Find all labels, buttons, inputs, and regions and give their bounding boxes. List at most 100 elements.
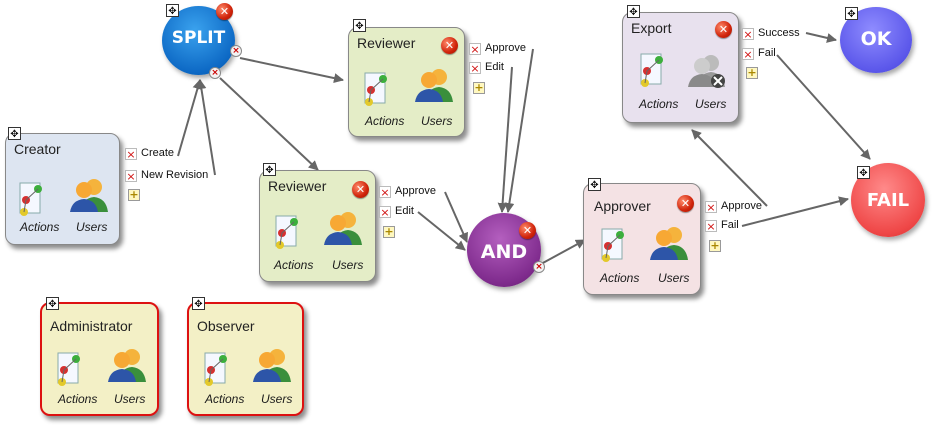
arrow-split-to-reviewer-mid	[219, 77, 319, 171]
arrow-and-to-approver	[540, 239, 586, 265]
users-icon[interactable]	[413, 66, 453, 102]
users-caption: Users	[76, 220, 108, 234]
export-node[interactable]: Export ✕ Actions Users	[622, 12, 739, 123]
delete-icon[interactable]: ✕	[715, 21, 732, 38]
remove-output-icon[interactable]: ×	[469, 43, 481, 56]
fail-move-icon[interactable]: ✥	[857, 166, 870, 179]
administrator-move-icon[interactable]: ✥	[46, 297, 59, 310]
actions-caption: Actions	[600, 271, 640, 285]
output-label: New Revision	[141, 169, 209, 181]
ok-move-icon[interactable]: ✥	[845, 7, 858, 20]
reviewer-top-move-icon[interactable]: ✥	[353, 19, 366, 32]
arrow-reviewer-mid-edit-to-and	[417, 211, 466, 251]
node-title: Reviewer	[357, 35, 416, 51]
split-delete-icon[interactable]: ✕	[216, 3, 233, 20]
reviewer-mid-add-output-icon[interactable]: +	[383, 225, 395, 238]
split-output-connector-2[interactable]: ×	[209, 67, 221, 79]
actions-caption: Actions	[639, 97, 679, 111]
remove-output-icon[interactable]: ×	[379, 206, 391, 219]
ok-node[interactable]: OK	[840, 7, 912, 73]
administrator-node[interactable]: Administrator Actions Users	[40, 302, 159, 416]
node-title: Observer	[197, 318, 255, 334]
reviewer-mid-node[interactable]: Reviewer ✕ Actions Users	[259, 170, 376, 282]
delete-icon[interactable]: ✕	[677, 195, 694, 212]
output-label: Approve	[721, 200, 762, 212]
delete-icon[interactable]: ✕	[352, 181, 369, 198]
remove-output-icon[interactable]: ×	[469, 62, 481, 75]
export-add-output-icon[interactable]: +	[746, 66, 758, 79]
and-delete-icon[interactable]: ✕	[519, 222, 536, 239]
approver-node[interactable]: Approver ✕ Actions Users	[583, 183, 701, 295]
remove-output-icon[interactable]: ×	[742, 48, 754, 61]
users-caption: Users	[695, 97, 727, 111]
fail-label: FAIL	[866, 190, 910, 211]
split-output-connector-1[interactable]: ×	[230, 45, 242, 57]
output-label: Create	[141, 147, 175, 159]
arrow-creator-create-to-split	[177, 79, 203, 157]
users-caption: Users	[658, 271, 690, 285]
export-move-icon[interactable]: ✥	[627, 5, 640, 18]
actions-icon[interactable]	[600, 228, 626, 264]
observer-node[interactable]: Observer Actions Users	[187, 302, 304, 416]
actions-icon[interactable]	[56, 352, 82, 388]
remove-output-icon[interactable]: ×	[125, 148, 137, 161]
node-title: Reviewer	[268, 178, 327, 194]
approver-add-output-icon[interactable]: +	[709, 239, 721, 252]
users-icon[interactable]	[251, 346, 291, 382]
arrow-reviewer-top-approve-to-and	[504, 48, 534, 213]
arrow-reviewer-top-edit-to-and	[497, 66, 513, 213]
users-caption: Users	[421, 114, 453, 128]
creator-add-output-icon[interactable]: +	[128, 188, 140, 201]
approver-move-icon[interactable]: ✥	[588, 178, 601, 191]
reviewer-top-add-output-icon[interactable]: +	[473, 81, 485, 94]
node-title: Export	[631, 20, 672, 36]
creator-node[interactable]: Creator Actions Users	[5, 133, 120, 245]
actions-icon[interactable]	[18, 182, 44, 218]
delete-icon[interactable]: ✕	[441, 37, 458, 54]
remove-output-icon[interactable]: ×	[705, 201, 717, 214]
users-caption: Users	[261, 392, 293, 406]
users-icon[interactable]	[68, 176, 108, 212]
remove-output-icon[interactable]: ×	[705, 220, 717, 233]
node-title: Administrator	[50, 318, 133, 334]
actions-caption: Actions	[274, 258, 314, 272]
creator-move-icon[interactable]: ✥	[8, 127, 21, 140]
users-icon[interactable]	[106, 346, 146, 382]
arrow-approver-approve-to-export	[691, 129, 768, 207]
reviewer-top-node[interactable]: Reviewer ✕ Actions Users	[348, 27, 465, 137]
reviewer-mid-move-icon[interactable]: ✥	[263, 163, 276, 176]
ok-label: OK	[860, 28, 892, 50]
output-label: Edit	[395, 205, 414, 217]
arrow-reviewer-mid-approve-to-and	[444, 191, 468, 243]
output-label: Fail	[721, 219, 739, 231]
output-label: Fail	[758, 47, 776, 59]
actions-icon[interactable]	[274, 215, 300, 251]
remove-output-icon[interactable]: ×	[125, 170, 137, 183]
users-caption: Users	[332, 258, 364, 272]
observer-move-icon[interactable]: ✥	[192, 297, 205, 310]
arrow-split-to-reviewer-top	[239, 57, 344, 84]
users-disabled-icon[interactable]	[687, 53, 727, 89]
actions-caption: Actions	[205, 392, 245, 406]
actions-icon[interactable]	[639, 53, 665, 89]
remove-output-icon[interactable]: ×	[379, 186, 391, 199]
output-label: Approve	[395, 185, 436, 197]
users-icon[interactable]	[648, 224, 688, 260]
actions-caption: Actions	[20, 220, 60, 234]
node-title: Approver	[594, 198, 651, 214]
split-label: SPLIT	[171, 28, 226, 48]
output-label: Approve	[485, 42, 526, 54]
arrow-export-success-to-ok	[805, 32, 837, 43]
remove-output-icon[interactable]: ×	[742, 28, 754, 41]
actions-icon[interactable]	[363, 72, 389, 108]
split-move-icon[interactable]: ✥	[166, 4, 179, 17]
arrow-creator-revision-to-split	[196, 79, 216, 176]
users-caption: Users	[114, 392, 146, 406]
split-node[interactable]: SPLIT	[162, 6, 235, 75]
and-output-connector[interactable]: ×	[533, 261, 545, 273]
users-icon[interactable]	[322, 209, 362, 245]
and-node[interactable]: AND	[467, 213, 541, 287]
actions-icon[interactable]	[203, 352, 229, 388]
and-label: AND	[480, 241, 528, 263]
actions-caption: Actions	[365, 114, 405, 128]
